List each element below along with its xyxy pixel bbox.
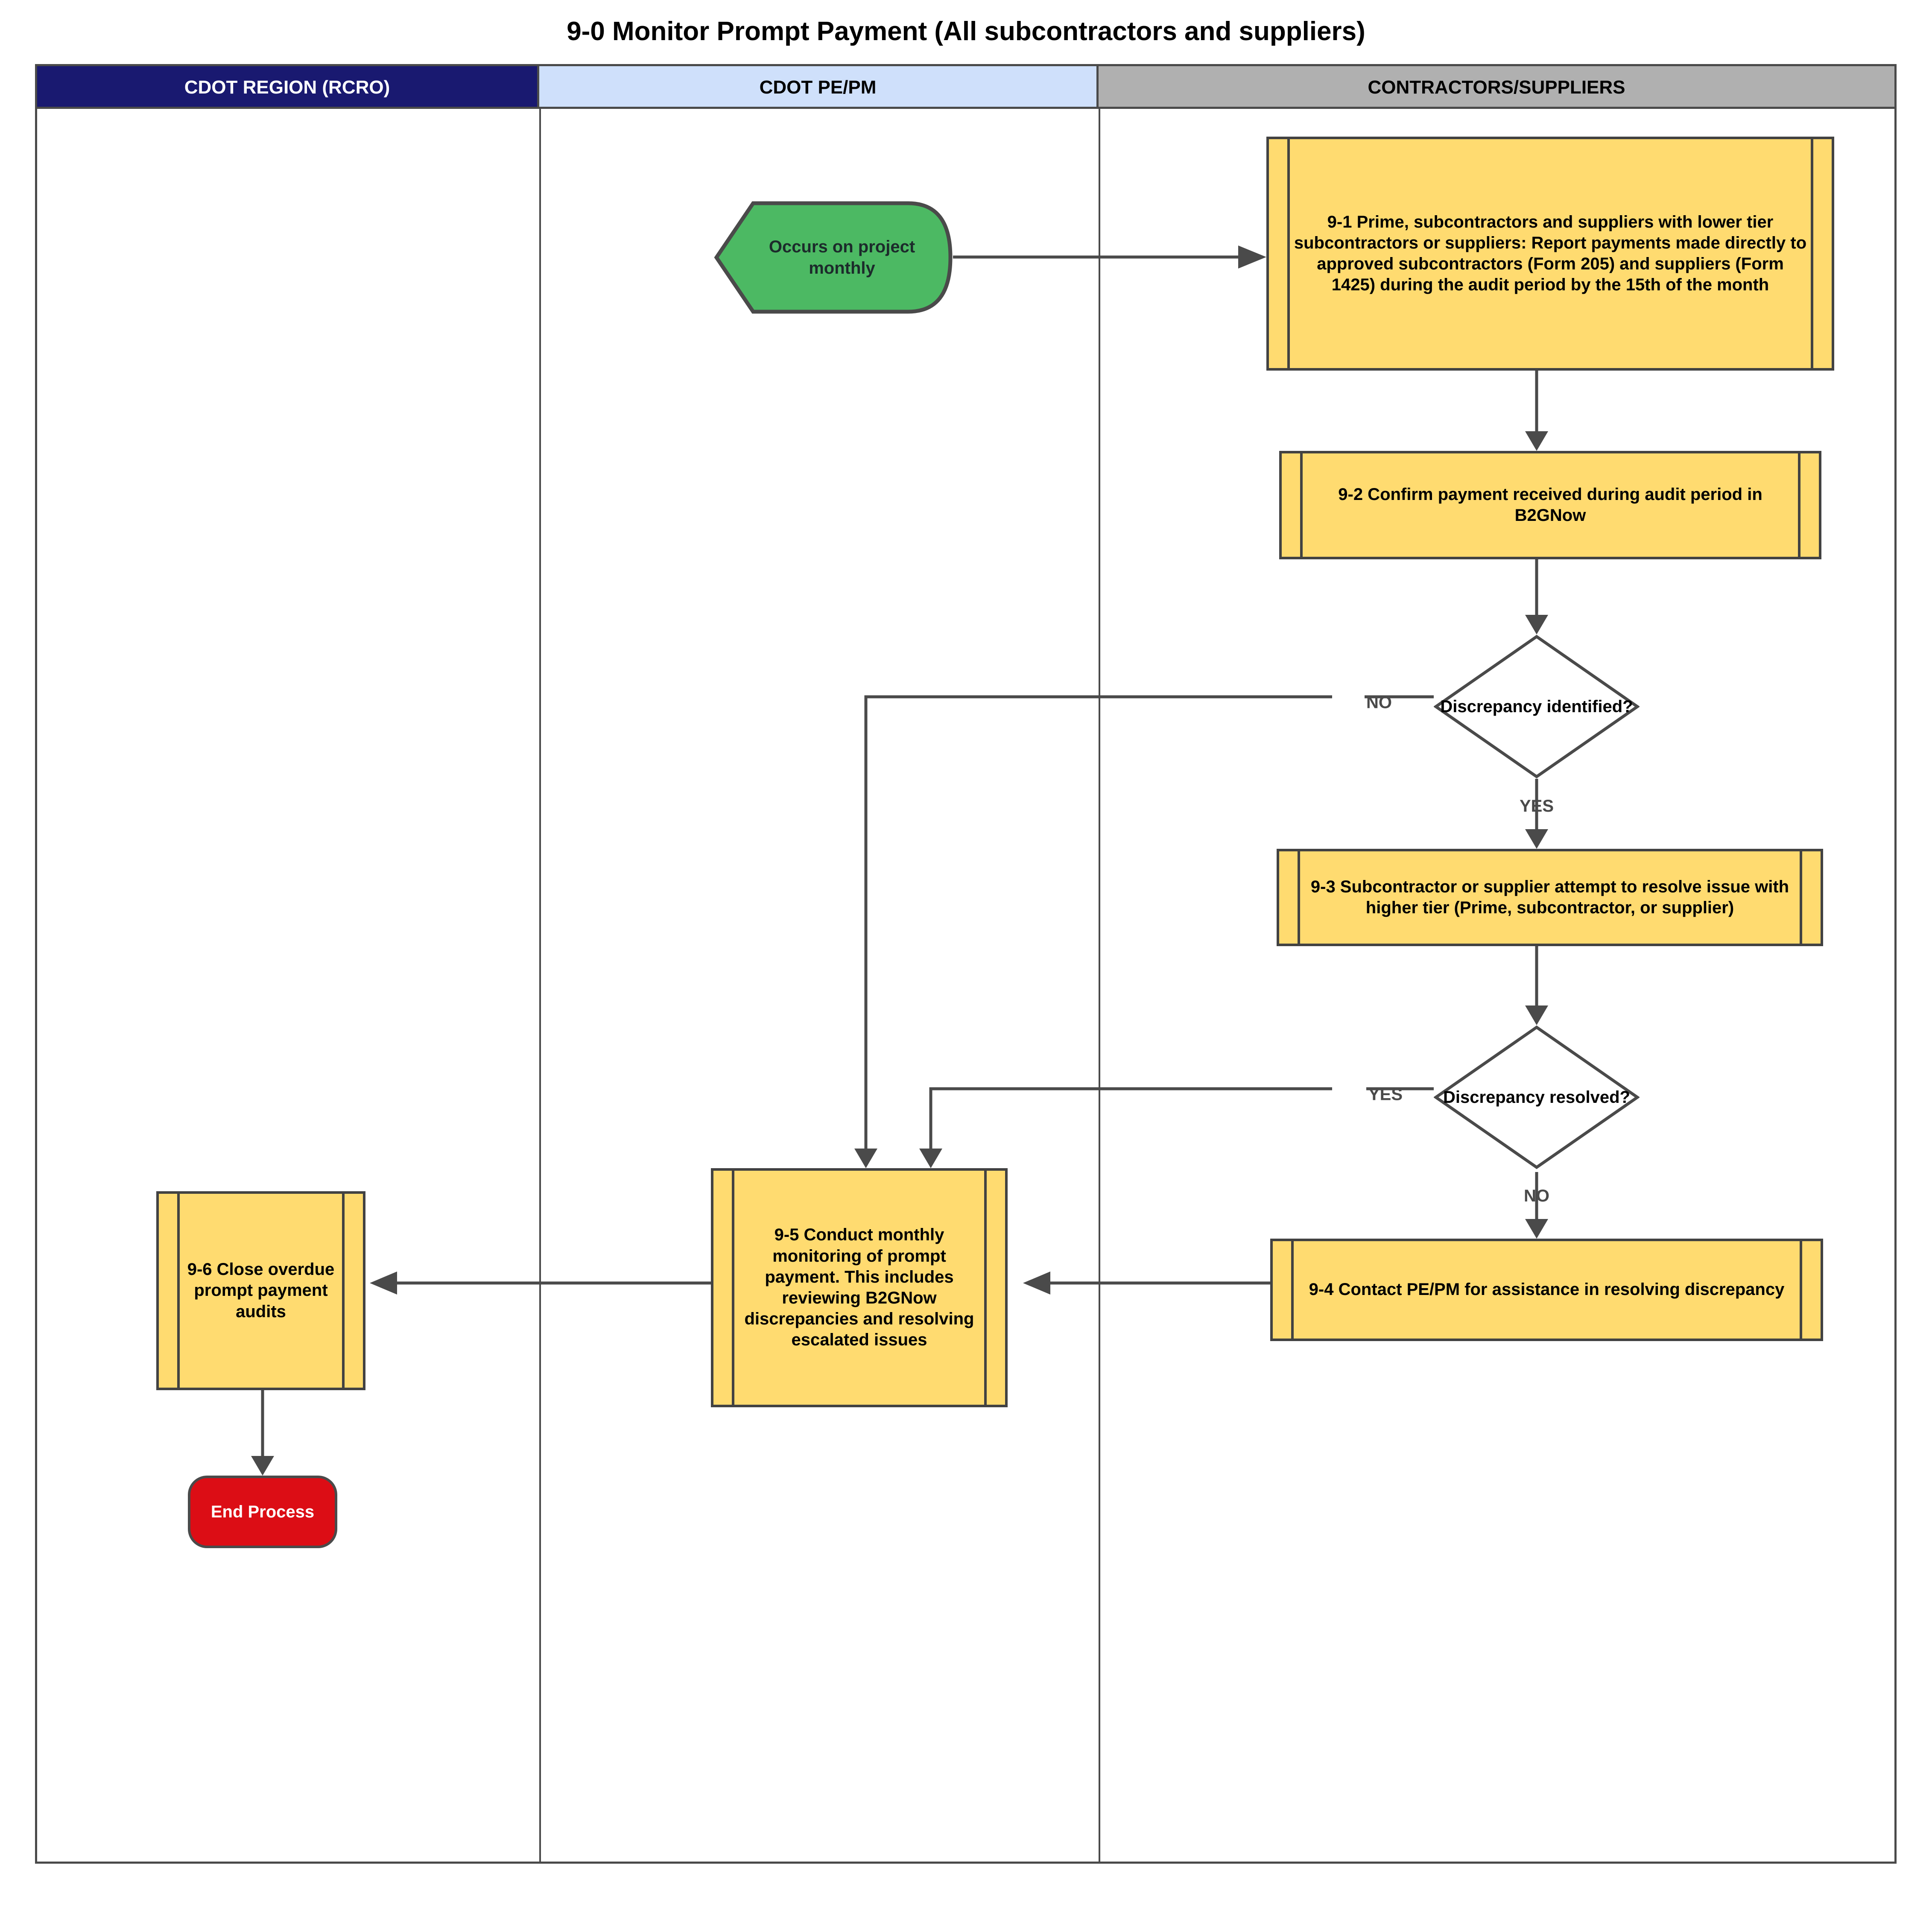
lane-divider-2 (1099, 109, 1100, 1862)
process-node-9-2-label: 9-2 Confirm payment received during audi… (1338, 485, 1762, 525)
terminator-node-end-process[interactable]: End Process (188, 1476, 337, 1548)
process-bar-right (1798, 453, 1800, 557)
process-bar-left (1300, 453, 1303, 557)
process-bar-left (1287, 139, 1290, 368)
process-node-9-6-label: 9-6 Close overdue prompt payment audits (187, 1260, 335, 1321)
process-bar-right (342, 1194, 345, 1388)
page-title: 9-0 Monitor Prompt Payment (All subcontr… (567, 17, 1365, 46)
decision-node-discrepancy-identified-label: Discrepancy identified? (1440, 697, 1633, 716)
process-node-9-4[interactable]: 9-4 Contact PE/PM for assistance in reso… (1270, 1239, 1823, 1341)
process-node-9-1[interactable]: 9-1 Prime, subcontractors and suppliers … (1266, 137, 1834, 371)
lane-header-cdot-pe-pm: CDOT PE/PM (539, 66, 1099, 109)
process-node-9-5[interactable]: 9-5 Conduct monthly monitoring of prompt… (711, 1168, 1008, 1407)
decision-node-discrepancy-resolved[interactable]: Discrepancy resolved? (1434, 1025, 1640, 1169)
process-node-9-4-label: 9-4 Contact PE/PM for assistance in reso… (1309, 1280, 1785, 1299)
process-bar-right (984, 1171, 987, 1405)
process-node-9-2[interactable]: 9-2 Confirm payment received during audi… (1279, 451, 1821, 559)
process-bar-left (1298, 851, 1300, 944)
terminator-node-end-process-label: End Process (210, 1502, 315, 1521)
lane-header-cdot-region: CDOT REGION (RCRO) (37, 66, 539, 109)
process-bar-left (1291, 1241, 1294, 1339)
start-node-occurs-monthly[interactable]: Occurs on project monthly (714, 200, 953, 315)
process-node-9-6[interactable]: 9-6 Close overdue prompt payment audits (156, 1191, 365, 1390)
process-node-9-1-label: 9-1 Prime, subcontractors and suppliers … (1294, 212, 1807, 295)
process-bar-right (1800, 851, 1802, 944)
decision-node-discrepancy-identified[interactable]: Discrepancy identified? (1434, 634, 1640, 779)
process-node-9-3-label: 9-3 Subcontractor or supplier attempt to… (1310, 877, 1789, 917)
process-bar-right (1811, 139, 1813, 368)
lane-header-contractors-suppliers: CONTRACTORS/SUPPLIERS (1099, 66, 1894, 109)
lane-divider-1 (539, 109, 541, 1862)
process-node-9-5-label: 9-5 Conduct monthly monitoring of prompt… (744, 1225, 974, 1350)
process-bar-right (1800, 1241, 1802, 1339)
process-node-9-3[interactable]: 9-3 Subcontractor or supplier attempt to… (1277, 849, 1823, 946)
decision-node-discrepancy-resolved-label: Discrepancy resolved? (1443, 1088, 1630, 1107)
process-bar-left (177, 1194, 180, 1388)
process-bar-left (732, 1171, 734, 1405)
start-node-label: Occurs on project monthly (769, 237, 915, 278)
